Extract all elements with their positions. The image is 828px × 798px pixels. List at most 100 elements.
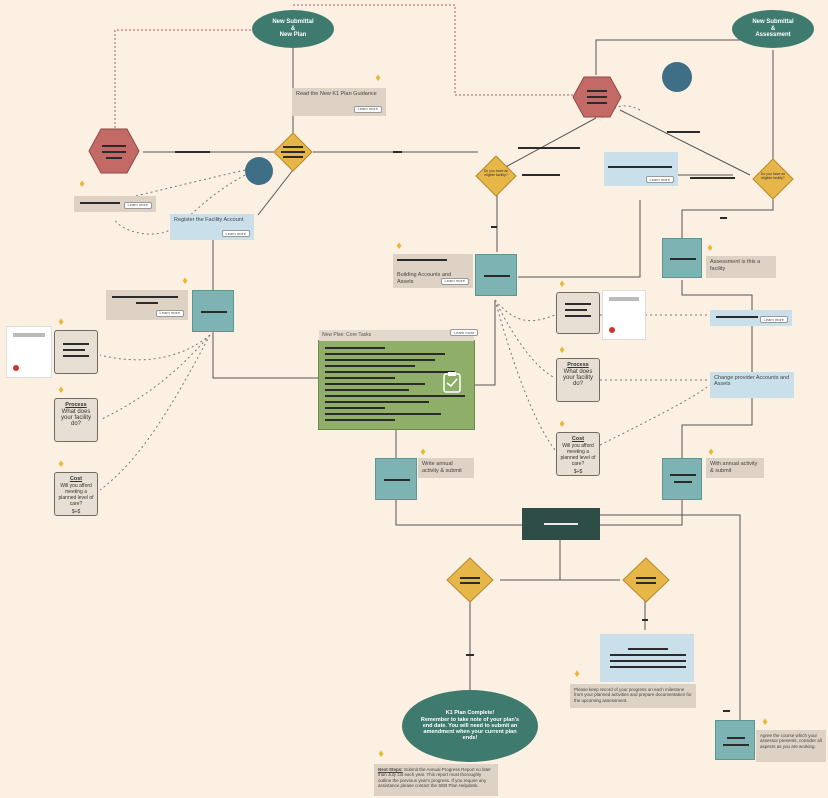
next-steps-label: Next Steps:: [378, 767, 403, 772]
task-line: [325, 419, 395, 421]
learn-more-chip[interactable]: Learn more: [440, 278, 469, 285]
lightbulb-icon: ♦: [58, 316, 64, 328]
accounts-note-left: Learn more: [106, 290, 188, 320]
bar-line: [628, 648, 668, 650]
decision-diamond-bottom-right[interactable]: [622, 557, 670, 603]
diamond-right-text: Do you have an eligible facility?: [760, 172, 786, 180]
learn-more-chip[interactable]: Learn more: [155, 310, 184, 317]
progress-note-text: Please keep record of your progress on e…: [574, 687, 692, 703]
learn-more-chip[interactable]: Learn more: [123, 202, 152, 209]
bar-line: [63, 349, 85, 351]
hexagon-left[interactable]: [88, 128, 140, 174]
lightbulb-icon: ♦: [396, 240, 402, 252]
list-card-mid[interactable]: [556, 292, 600, 334]
task-line: [325, 413, 441, 415]
decision-diamond-top[interactable]: [273, 132, 313, 172]
bar-line: [610, 666, 686, 668]
process-card-mid[interactable]: Process What does your facility do?: [556, 358, 600, 402]
task-line: [325, 359, 435, 361]
info-circle-right[interactable]: [662, 62, 692, 92]
next-steps-note: Next Steps: Submit the Annual Progress R…: [374, 764, 498, 796]
start-assessment-oval[interactable]: New Submittal & Assessment: [732, 10, 814, 48]
decision-diamond-right[interactable]: Do you have an eligible facility?: [752, 158, 794, 200]
bar-line: [610, 660, 686, 662]
bar-line: [723, 744, 749, 746]
write-annual-text-right: With annual activity & submit: [710, 461, 758, 474]
task-box-center[interactable]: [475, 254, 517, 296]
cost-footer: $+$: [71, 509, 81, 515]
cost-footer-mid: $+$: [573, 469, 583, 475]
cost-title: Cost: [69, 476, 83, 482]
bar-line: [63, 343, 89, 345]
core-tasks-header: New Plan: Core Tasks: [319, 330, 474, 341]
lightbulb-icon: ♦: [708, 446, 714, 458]
process-title: Process: [65, 402, 87, 408]
lightbulb-icon: ♦: [58, 384, 64, 396]
task-box-bottom-right[interactable]: [662, 458, 702, 500]
assessment-check-text: Assessment is this a facility: [710, 259, 761, 272]
write-annual-note-right: With annual activity & submit: [706, 458, 764, 478]
info-circle-left[interactable]: [245, 157, 273, 185]
plan-complete-oval[interactable]: K1 Plan Complete! Remember to take note …: [402, 690, 538, 762]
hexagon-top-right[interactable]: [572, 76, 622, 118]
cost-card-left[interactable]: Cost Will you afford meeting a planned l…: [54, 472, 98, 516]
bar-line: [201, 311, 227, 313]
lightbulb-icon: ♦: [559, 344, 565, 356]
learn-more-chip[interactable]: Learn more: [450, 329, 479, 336]
task-box-right-top[interactable]: [662, 238, 702, 278]
cost-text-mid: Will you afford meeting a planned level …: [560, 443, 596, 467]
progress-list-box[interactable]: [600, 634, 694, 682]
building-accounts-note: Building Accounts and Assets Learn more: [393, 254, 473, 288]
left-bar-note: Learn more: [74, 196, 156, 212]
core-tasks-panel[interactable]: New Plan: Core Tasks: [318, 330, 475, 430]
lightbulb-icon: ♦: [559, 278, 565, 290]
bar-line: [384, 479, 410, 481]
start-new-plan-oval[interactable]: New Submittal & New Plan: [252, 10, 334, 48]
bar-line: [727, 737, 745, 739]
write-annual-text: Write annual activity & submit: [422, 461, 462, 474]
bar-line: [397, 259, 447, 261]
diamond-shape: [752, 158, 794, 200]
change-provider-note: Change provider Accounts and Assets: [710, 372, 794, 398]
task-box-bottom-left[interactable]: [375, 458, 417, 500]
read-plan-note: Read the New K1 Plan Guidance Learn more: [292, 88, 386, 116]
next-steps-text: Submit the Annual Progress Report no lat…: [378, 767, 491, 789]
task-box-left[interactable]: [192, 290, 234, 332]
learn-more-chip[interactable]: Learn more: [221, 230, 250, 237]
core-tasks-title: New Plan: Core Tasks: [322, 332, 372, 338]
decision-diamond-mid[interactable]: Do you have an eligible facility?: [475, 155, 517, 197]
cost-title-mid: Cost: [571, 436, 585, 442]
convergence-box[interactable]: [522, 508, 600, 540]
partner-logo-mid: [602, 290, 646, 340]
lightbulb-icon: ♦: [707, 242, 713, 254]
assessment-check-note: Assessment is this a facility: [706, 256, 776, 278]
assessor-note: Agree the course which your assessor pre…: [756, 730, 826, 762]
write-annual-note: Write annual activity & submit: [418, 458, 474, 478]
lightbulb-icon: ♦: [420, 446, 426, 458]
clipboard-icon: [443, 372, 461, 393]
cost-card-mid[interactable]: Cost Will you afford meeting a planned l…: [556, 432, 600, 476]
decision-diamond-bottom-left[interactable]: [446, 557, 494, 603]
bar-line: [544, 523, 578, 525]
right-bar-note: Learn more: [710, 310, 792, 326]
bar-line: [670, 258, 696, 260]
register-facility-note: Register the Facility Account Learn more: [170, 214, 254, 240]
lightbulb-icon: ♦: [79, 178, 85, 190]
learn-more-chip[interactable]: Learn more: [645, 176, 674, 183]
read-plan-text: Read the New K1 Plan Guidance: [296, 91, 377, 97]
task-line: [325, 353, 445, 355]
bar-line: [565, 309, 587, 311]
partner-logo-left: [6, 326, 52, 378]
lightbulb-icon: ♦: [559, 418, 565, 430]
learn-more-chip[interactable]: Learn more: [759, 316, 788, 323]
lightbulb-icon: ♦: [762, 716, 768, 728]
bar-line: [670, 474, 696, 476]
process-card-left[interactable]: Process What does your facility do?: [54, 398, 98, 442]
task-line: [325, 371, 455, 373]
task-box-bottom-far-right[interactable]: [715, 720, 755, 760]
learn-more-chip[interactable]: Learn more: [353, 106, 382, 113]
task-line: [325, 389, 409, 391]
list-card-left[interactable]: [54, 330, 98, 374]
task-line: [325, 401, 429, 403]
